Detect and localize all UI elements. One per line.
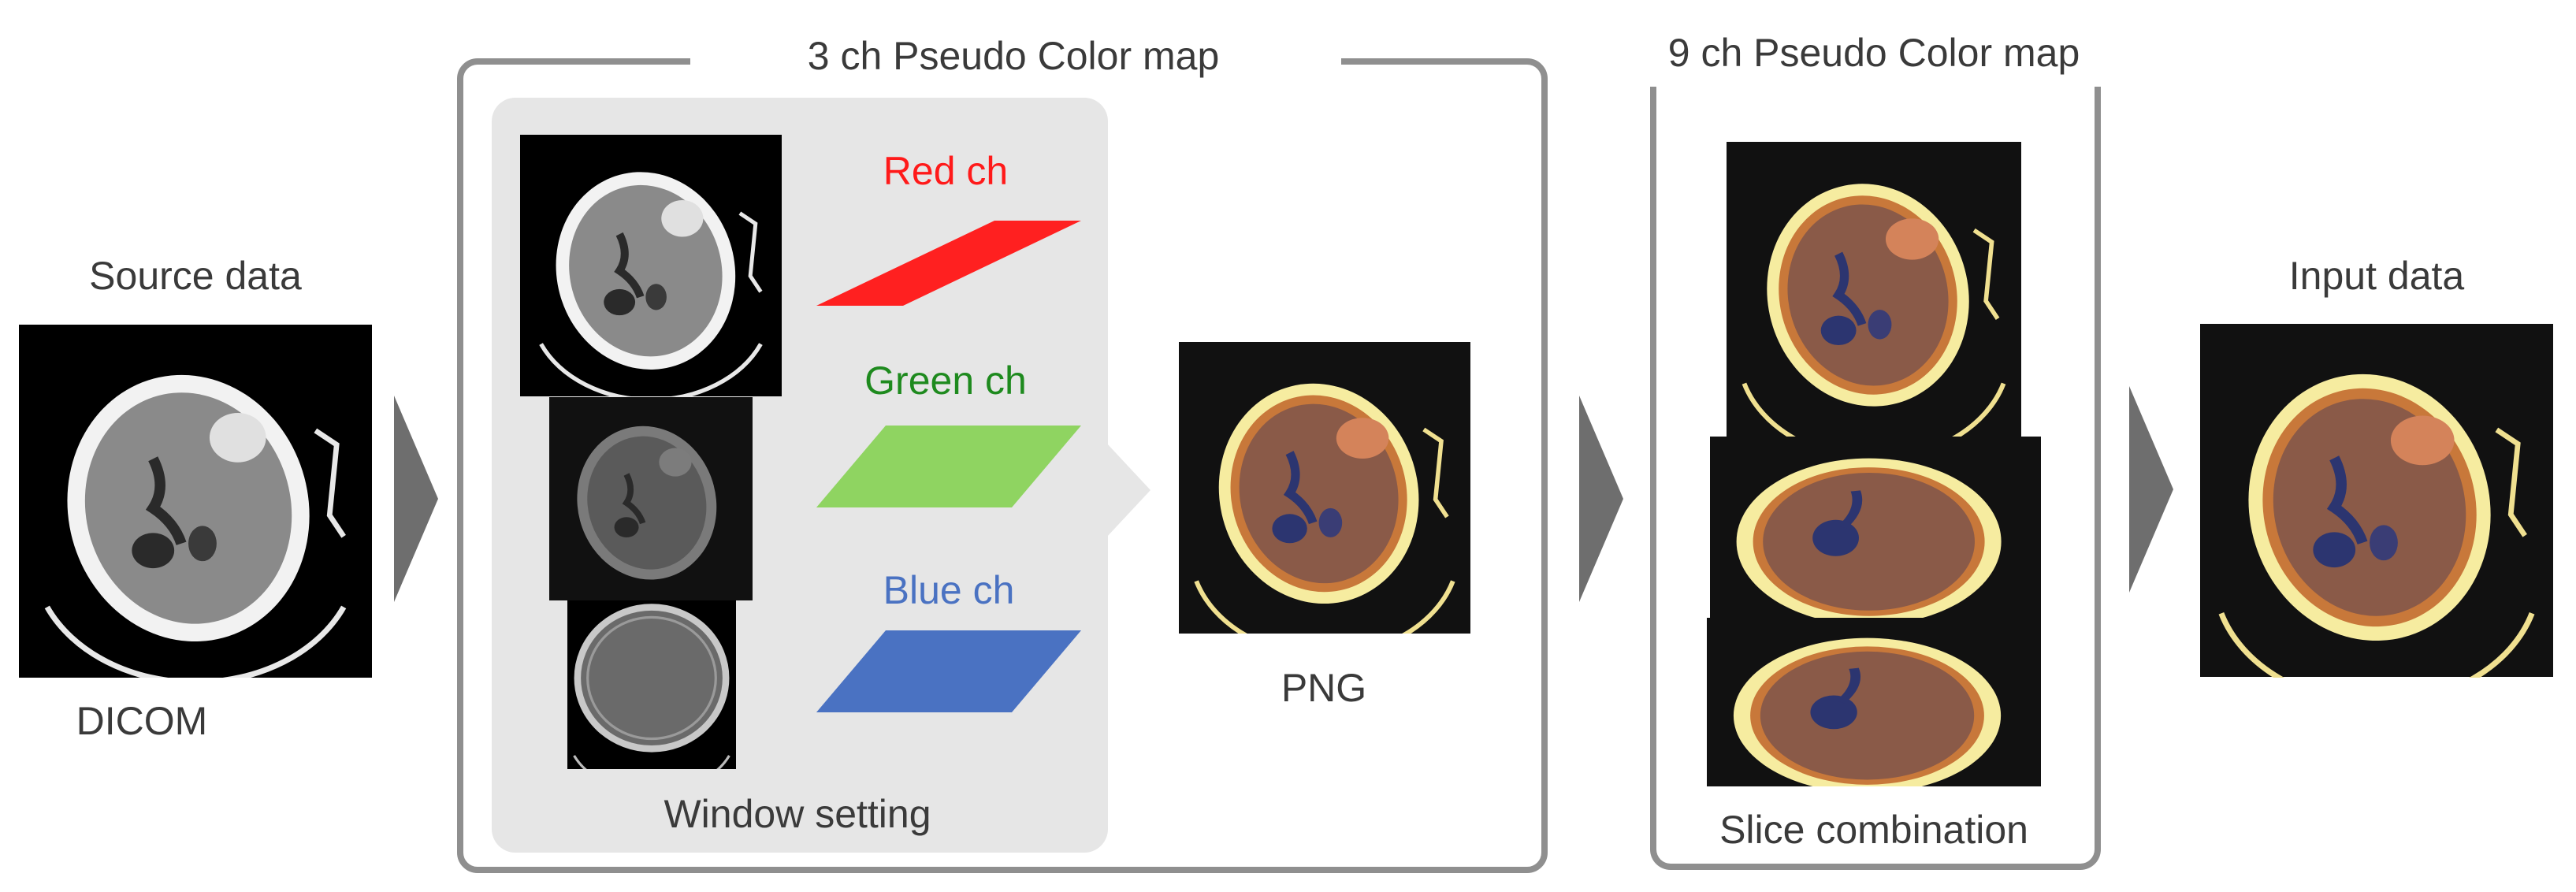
slice-image-2 xyxy=(1710,437,2041,618)
blue-channel-label: Blue ch xyxy=(883,568,1015,612)
window-image-3 xyxy=(517,600,786,769)
window-setting-caption: Window setting xyxy=(664,792,931,836)
source-data-title: Source data xyxy=(89,254,302,298)
green-channel-plane xyxy=(816,426,1081,507)
flow-arrow-3-icon xyxy=(2129,386,2173,593)
red-channel-label: Red ch xyxy=(883,149,1009,193)
red-channel-plane xyxy=(816,221,1081,306)
three-channel-title: 3 ch Pseudo Color map xyxy=(807,34,1220,78)
png-caption: PNG xyxy=(1281,666,1367,710)
input-data-title: Input data xyxy=(2288,254,2465,298)
slice-image-3 xyxy=(1707,618,2041,786)
title-gap xyxy=(690,54,1341,66)
flow-arrow-1-icon xyxy=(394,396,438,602)
input-image xyxy=(2200,323,2553,678)
slice-combination-caption: Slice combination xyxy=(1719,808,2028,852)
window-image-1 xyxy=(520,134,782,397)
green-channel-label: Green ch xyxy=(864,359,1027,403)
nine-channel-title: 9 ch Pseudo Color map xyxy=(1667,31,2080,75)
flow-arrow-2-icon xyxy=(1579,396,1623,602)
panel-pointer xyxy=(1106,443,1150,537)
dicom-caption: DICOM xyxy=(76,699,208,743)
dicom-image xyxy=(19,325,372,678)
window-image-2 xyxy=(520,397,782,600)
slice-image-1 xyxy=(1707,142,2041,437)
png-image xyxy=(1160,342,1489,634)
nine-channel-frame xyxy=(1650,87,2101,870)
blue-channel-plane xyxy=(816,630,1081,712)
